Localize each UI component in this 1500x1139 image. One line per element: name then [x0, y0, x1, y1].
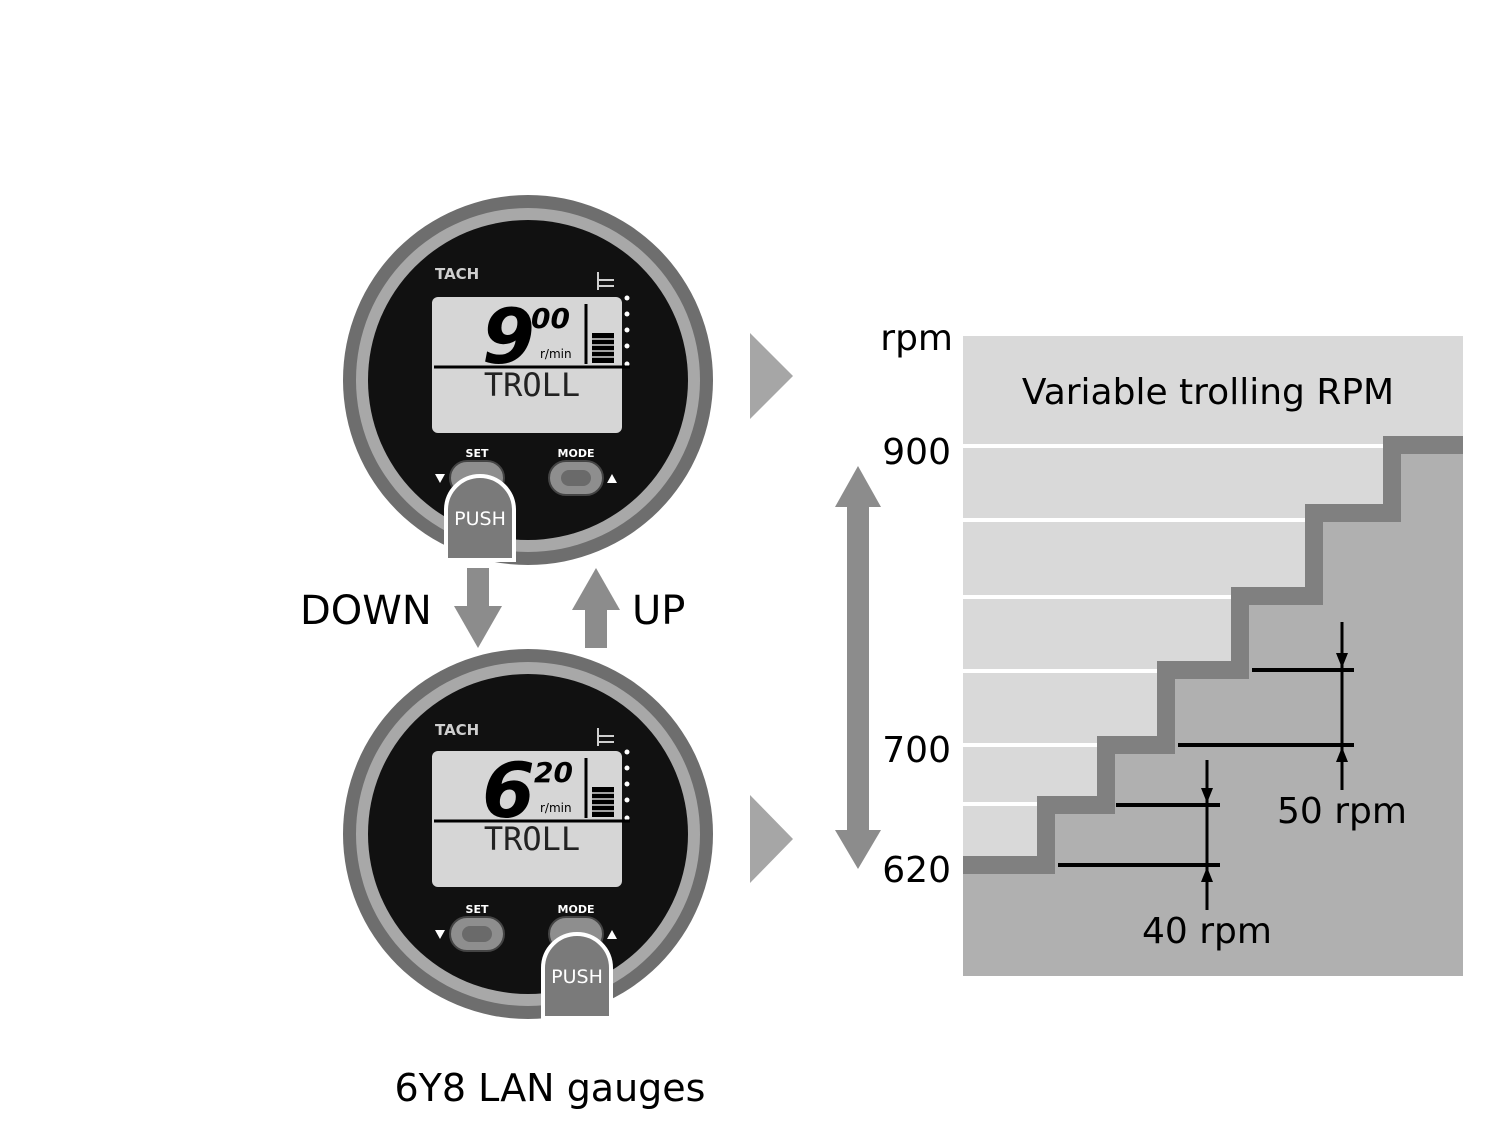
- gauge-top-brand: TACH: [435, 265, 479, 283]
- step-annotation-40rpm: 40 rpm: [1142, 911, 1272, 952]
- down-arrow-icon: [454, 568, 502, 648]
- range-double-arrow-icon: [835, 466, 881, 869]
- gauge-top-finger-push: [444, 474, 516, 562]
- step-annotation-50rpm: 50 rpm: [1277, 791, 1407, 832]
- pointer-triangle-icon: [750, 333, 793, 419]
- gauge-top-lcd: [432, 297, 622, 433]
- gauge-top-set-label: SET: [466, 447, 489, 460]
- gauge-top-mode-button-inner: [561, 470, 591, 486]
- gauge-bottom: TACH 6 20 r/min TROLL SET MODE P: [343, 649, 713, 1020]
- tick-label-620: 620: [882, 850, 951, 891]
- gauge-bottom-finger-push: [541, 932, 613, 1020]
- gauge-bottom-set-label: SET: [466, 903, 489, 916]
- rpm-step-chart: Variable trolling RPM 40 rpm 50 rpm: [963, 336, 1463, 976]
- gauge-bottom-push-label: PUSH: [551, 966, 603, 988]
- chart-gridlines: [963, 444, 1392, 806]
- tick-label-900: 900: [882, 432, 951, 473]
- gauges-caption: 6Y8 LAN gauges: [395, 1066, 706, 1110]
- gauge-top-indicator-dots: [624, 295, 630, 367]
- pointer-triangle-icon: [750, 795, 793, 883]
- chart-region-above-steps: [963, 336, 1463, 865]
- chart-title: Variable trolling RPM: [1022, 372, 1394, 413]
- gauge-top-unit: r/min: [540, 347, 572, 361]
- dimension-50rpm: [1178, 622, 1354, 790]
- gauge-top-push-label: PUSH: [454, 508, 506, 530]
- gauge-top-mode-label: MODE: [558, 447, 595, 460]
- gauge-top-bargraph: [592, 333, 614, 363]
- gauge-bottom-brand: TACH: [435, 721, 479, 739]
- gauge-bottom-indicator-dots: [624, 749, 630, 821]
- gauge-bottom-mode-text: TROLL: [484, 820, 580, 858]
- trolling-icon: [597, 272, 614, 290]
- up-triangle-icon: [607, 930, 617, 939]
- tick-label-700: 700: [882, 730, 951, 771]
- down-label: DOWN: [300, 588, 432, 634]
- gauge-bottom-set-button-inner: [462, 926, 492, 942]
- up-label: UP: [632, 588, 685, 634]
- gauge-bottom-mode-label: MODE: [558, 903, 595, 916]
- gauge-top-mode-text: TROLL: [484, 366, 580, 404]
- gauge-bottom-lcd: [432, 751, 622, 887]
- rpm-staircase: [963, 436, 1463, 874]
- up-triangle-icon: [607, 474, 617, 483]
- gauge-top: TACH 9 00 r/min TROLL SET MODE P: [343, 195, 713, 565]
- axis-unit-label: rpm: [880, 318, 953, 359]
- dimension-40rpm: [1058, 760, 1220, 910]
- gauge-bottom-unit: r/min: [540, 801, 572, 815]
- down-triangle-icon: [435, 474, 445, 483]
- gauge-top-rpm-small: 00: [531, 302, 570, 335]
- up-arrow-icon: [572, 568, 620, 648]
- gauge-bottom-bargraph: [592, 787, 614, 817]
- gauge-bottom-rpm-small: 20: [534, 756, 573, 789]
- trolling-icon: [597, 728, 614, 746]
- down-triangle-icon: [435, 930, 445, 939]
